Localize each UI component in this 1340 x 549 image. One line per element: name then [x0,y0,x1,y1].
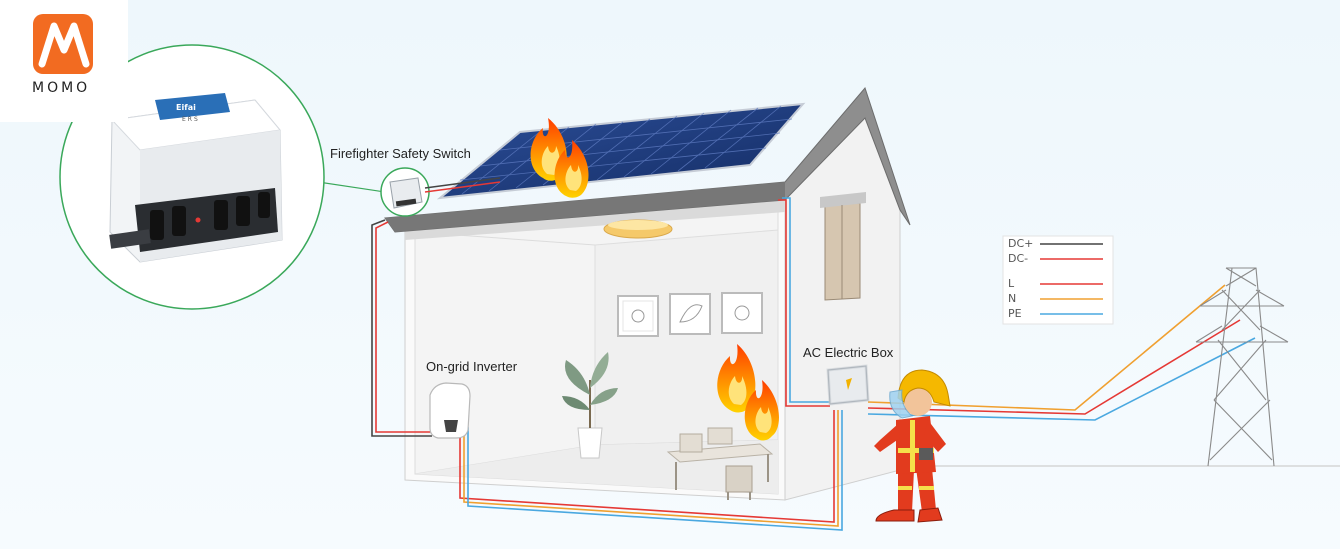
firefighter-switch-label: Firefighter Safety Switch [330,146,471,161]
transmission-tower-icon [1195,267,1289,467]
safety-switch-device-image [109,93,283,263]
firefighter-icon [874,369,951,523]
legend-box [1002,235,1114,325]
inverter-icon [429,382,471,439]
legend-label-n: N [1008,292,1017,305]
firefighter-safety-switch-icon [380,167,430,217]
flame-icon [744,380,779,441]
chair-icon [679,427,753,500]
table-icon [666,443,774,490]
momo-logo: MOMO [0,0,128,122]
device-brand-label: Eifai [176,103,196,112]
inverter-label: On-grid Inverter [426,359,518,374]
solar-panel [436,102,806,200]
device-model-label: ERS [182,116,200,123]
flame-icon [717,344,756,413]
flame-icon [554,140,589,198]
ac-electric-box-icon [826,364,870,406]
wire-legend [1002,235,1114,325]
legend-label-l: L [1008,277,1015,290]
legend-label-dc-minus: DC- [1008,252,1029,265]
picture-frame-icon [617,292,763,337]
logo-wordmark: MOMO [32,80,91,96]
plant-icon [562,352,618,459]
ac-box-label: AC Electric Box [803,345,894,360]
legend-label-pe: PE [1008,307,1022,320]
momo-logo-mark [33,14,93,74]
ceiling-lamp-icon [603,219,673,239]
legend-label-dc-plus: DC+ [1008,237,1034,250]
